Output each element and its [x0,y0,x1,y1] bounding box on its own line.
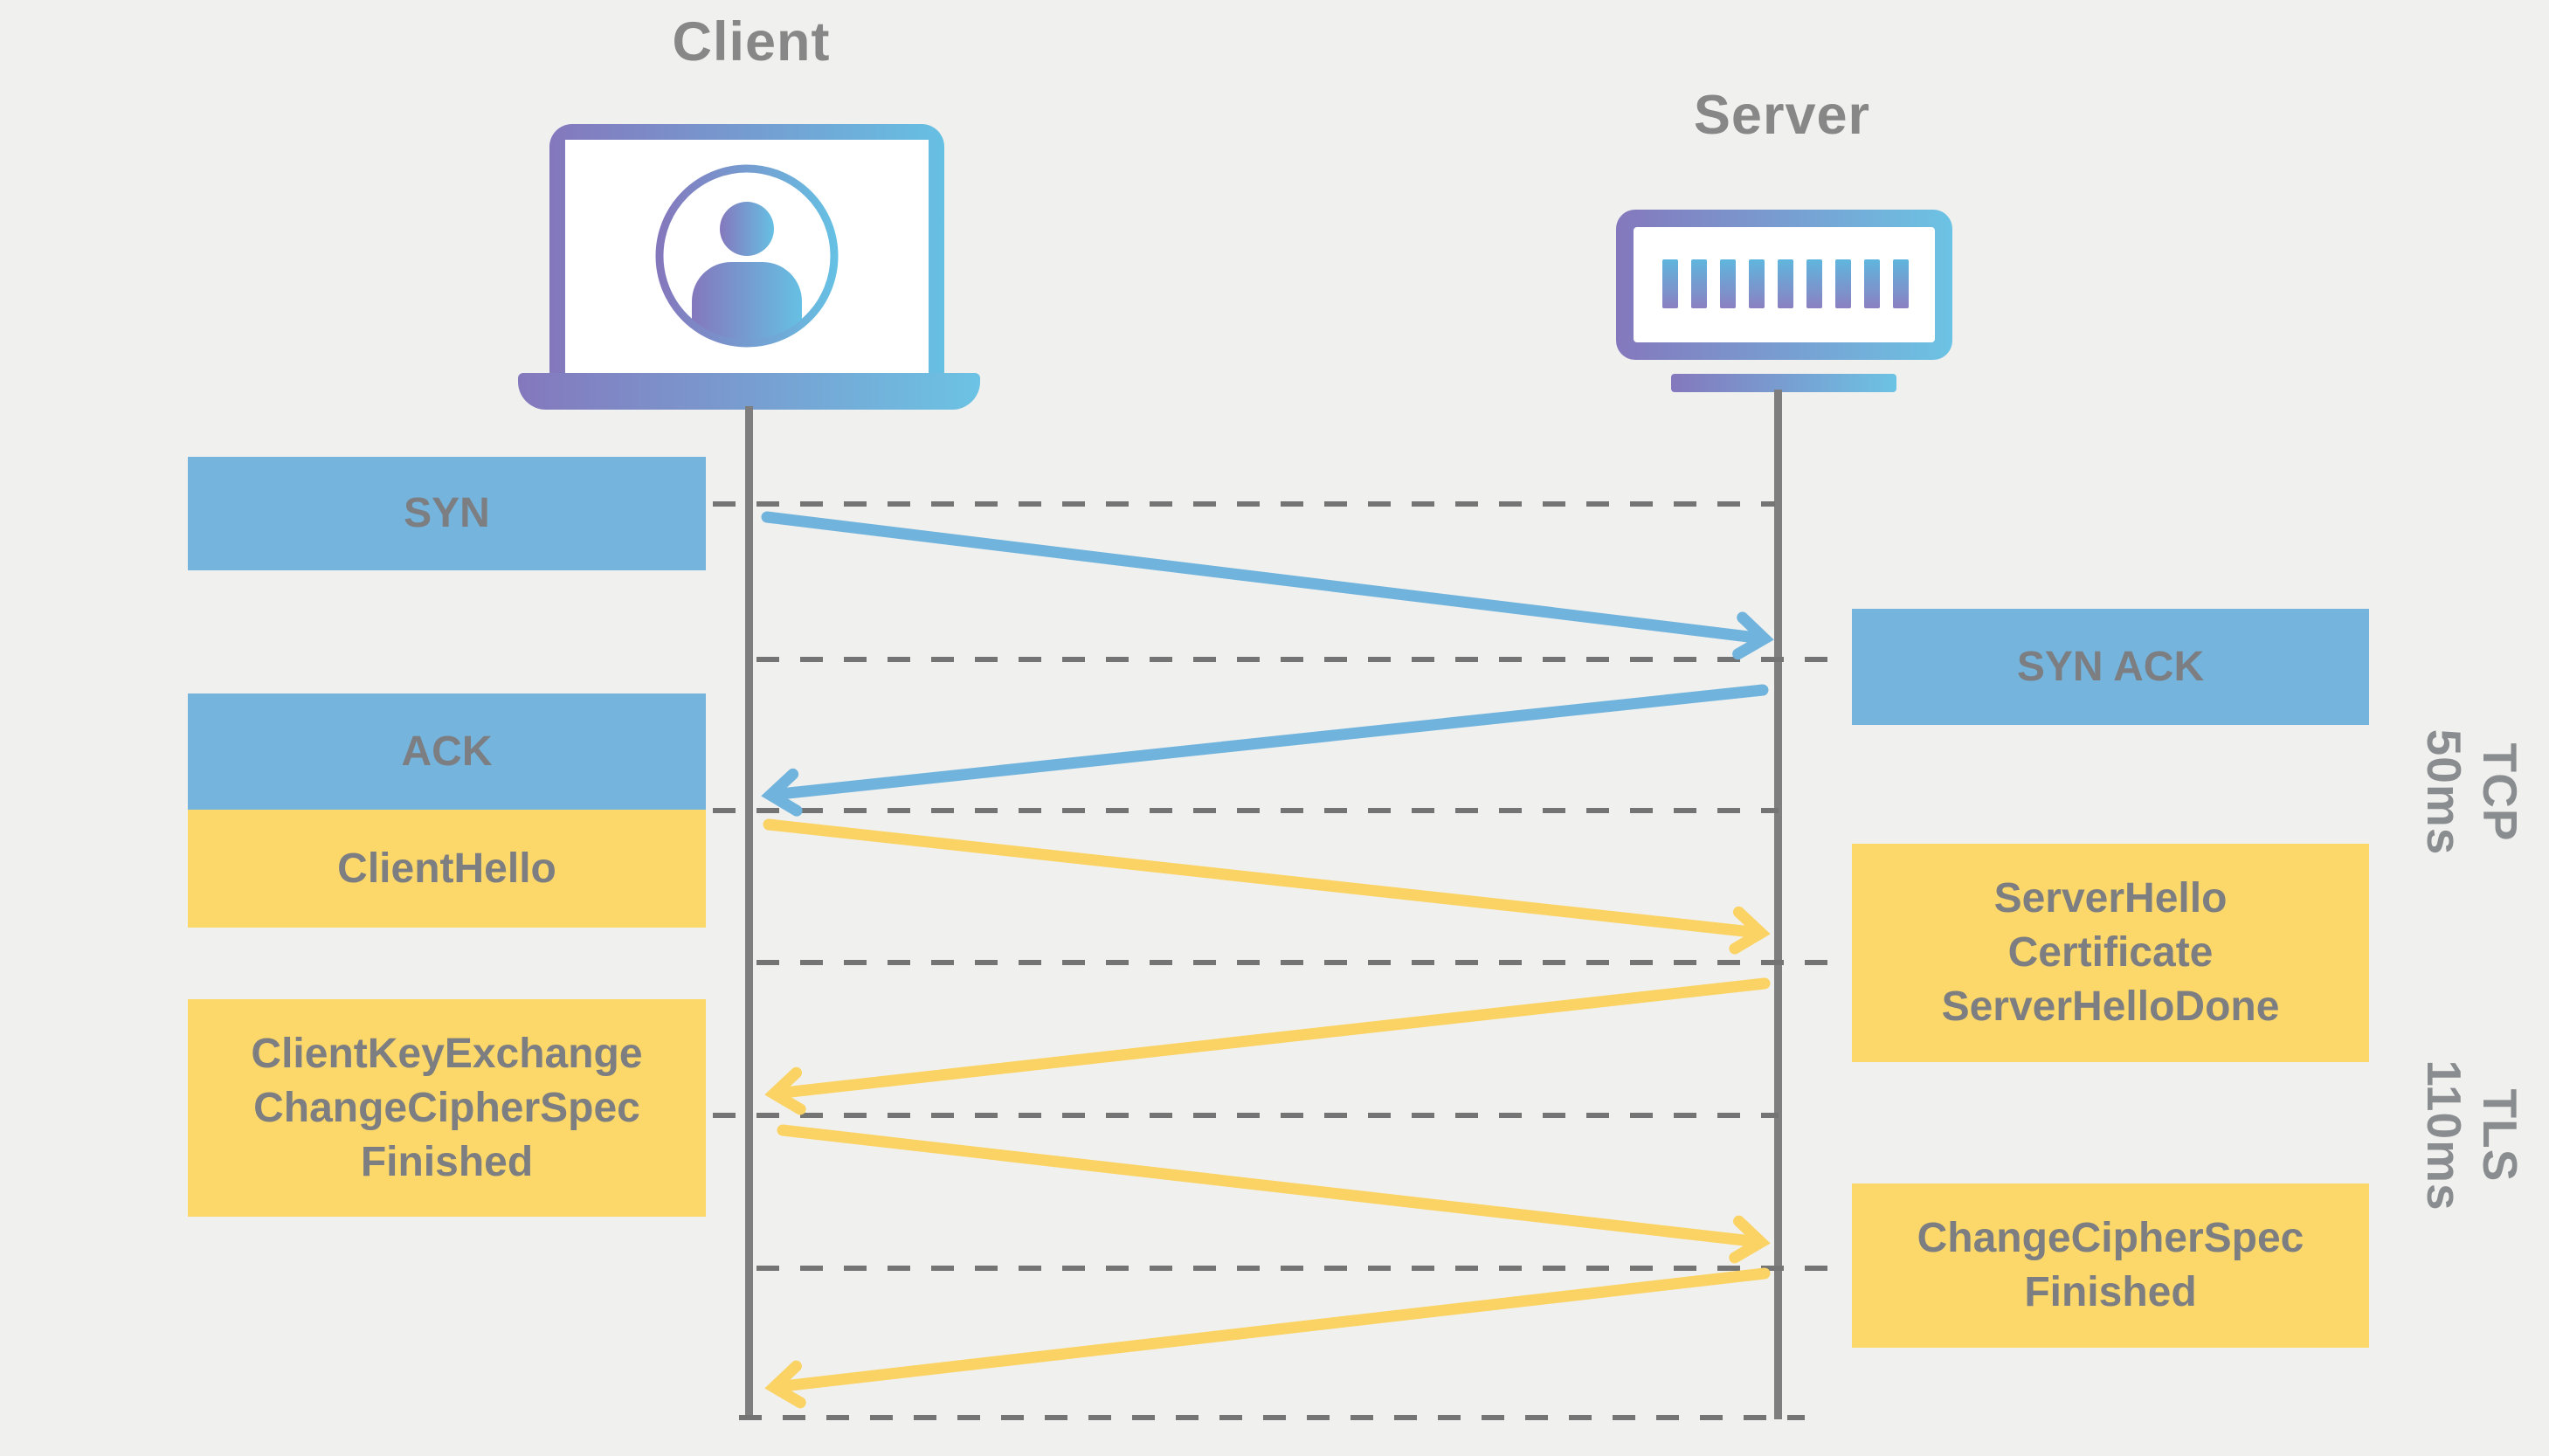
laptop-base [518,373,980,410]
server-hello-arrow [764,977,1771,1115]
server-lifeline [1774,390,1782,1419]
certificate-label: Certificate [2007,929,2214,976]
client-hello-box: ClientHello [188,810,706,928]
server-hello-box: ServerHello Certificate ServerHelloDone [1852,844,2369,1062]
syn-ack-box: SYN ACK [1852,609,2369,725]
change-cipher-spec-label: ChangeCipherSpec [253,1084,640,1131]
server-hello-label: ServerHello [1993,875,2228,921]
tcp-phase-name: TCP [2473,742,2527,842]
syn-label: SYN [404,490,490,536]
tcp-phase-duration: 50ms [2417,728,2471,856]
change-cipher-spec-label: ChangeCipherSpec [1917,1215,2304,1261]
client-hello-label: ClientHello [337,845,556,892]
tls-phase-duration: 110ms [2417,1059,2471,1211]
client-key-exchange-box: ClientKeyExchange ChangeCipherSpec Finis… [188,999,706,1217]
server-vents-icon [1662,259,1909,308]
tls-phase-name: TLS [2473,1088,2527,1183]
tcp-phase-label: TCP 50ms [2407,661,2538,923]
ack-label: ACK [401,728,493,775]
client-label: Client [672,11,831,72]
client-key-arrow [777,1124,1771,1264]
finished-label: Finished [2024,1269,2197,1315]
change-cipher-finished-box: ChangeCipherSpec Finished [1852,1183,2369,1348]
user-avatar-icon [655,164,839,348]
finished-label: Finished [360,1138,534,1185]
syn-ack-arrow [761,684,1769,817]
client-hello-arrow [763,818,1771,955]
syn-box: SYN [188,457,706,570]
server-base [1671,374,1896,392]
server-label: Server [1693,85,1871,146]
client-key-exchange-label: ClientKeyExchange [251,1030,643,1077]
server-hello-done-label: ServerHelloDone [1941,983,2280,1030]
syn-ack-label: SYN ACK [2016,643,2205,690]
tls-phase-label: TLS 110ms [2407,1004,2538,1266]
syn-arrow [761,511,1774,660]
change-cipher-arrow [764,1267,1771,1409]
laptop-user-icon [549,124,944,377]
ack-box: ACK [188,693,706,810]
client-lifeline [745,406,753,1419]
